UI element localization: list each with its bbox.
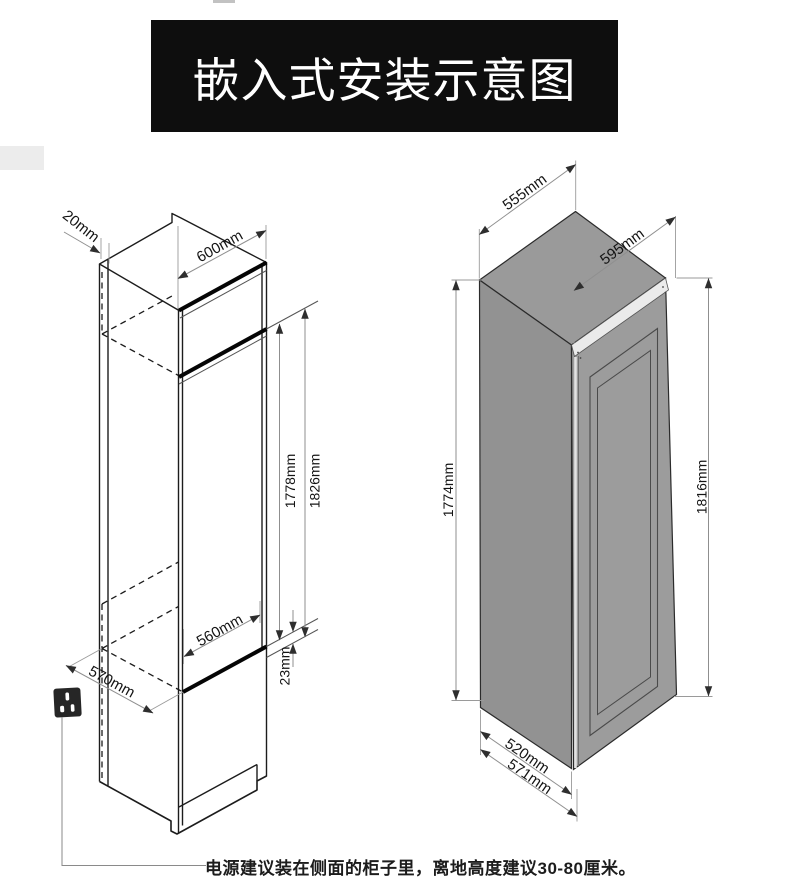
dim-label-top-depth: 600mm bbox=[194, 227, 246, 266]
dim-label-appliance-total-height: 1816mm bbox=[694, 460, 710, 514]
right-diagram-appliance: 555mm 595mm 1774mm 1816mm 520mm bbox=[440, 160, 713, 822]
dim-label-floor-depth: 570mm bbox=[86, 663, 138, 702]
scan-artifact-left bbox=[0, 146, 44, 170]
left-diagram-cabinet-niche: 20mm 600mm 1778mm 1826mm 23mm 560mm bbox=[53, 207, 323, 866]
dim-bottom-gap: 23mm bbox=[277, 610, 297, 686]
door-panel-outer bbox=[589, 327, 659, 737]
power-cable-line bbox=[61, 717, 206, 866]
dim-wall-thickness: 20mm bbox=[59, 207, 110, 264]
dim-floor-depth: 570mm bbox=[65, 648, 184, 714]
dim-appliance-total-height: 1816mm bbox=[674, 277, 713, 697]
page-title: 嵌入式安装示意图 bbox=[192, 53, 577, 107]
dim-label-bottom-gap: 23mm bbox=[277, 647, 293, 686]
dim-total-height: 1826mm bbox=[301, 308, 323, 638]
dim-label-inner-depth: 560mm bbox=[194, 611, 246, 650]
appliance-body bbox=[478, 210, 678, 771]
scan-artifact-top bbox=[213, 0, 235, 3]
dim-label-appliance-body-height: 1774mm bbox=[440, 463, 456, 517]
power-socket-icon bbox=[53, 687, 82, 718]
title-banner: 嵌入式安装示意图 bbox=[151, 20, 618, 132]
dim-label-appliance-top-depth: 555mm bbox=[500, 171, 550, 214]
cabinet-outline bbox=[98, 212, 319, 835]
dim-label-wall-thickness: 20mm bbox=[59, 207, 102, 246]
dim-niche-height: 1778mm bbox=[275, 323, 298, 641]
cabinet-hidden-edges bbox=[101, 272, 184, 779]
appliance-left-face bbox=[478, 278, 573, 770]
dim-label-total-height: 1826mm bbox=[307, 454, 323, 508]
dim-appliance-body-height: 1774mm bbox=[440, 279, 484, 701]
door-panel-inner bbox=[597, 349, 651, 716]
power-note: 电源建议装在侧面的柜子里，离地高度建议30-80厘米。 bbox=[205, 859, 636, 878]
dim-top-depth: 600mm bbox=[177, 225, 267, 309]
dim-label-niche-height: 1778mm bbox=[282, 454, 298, 508]
